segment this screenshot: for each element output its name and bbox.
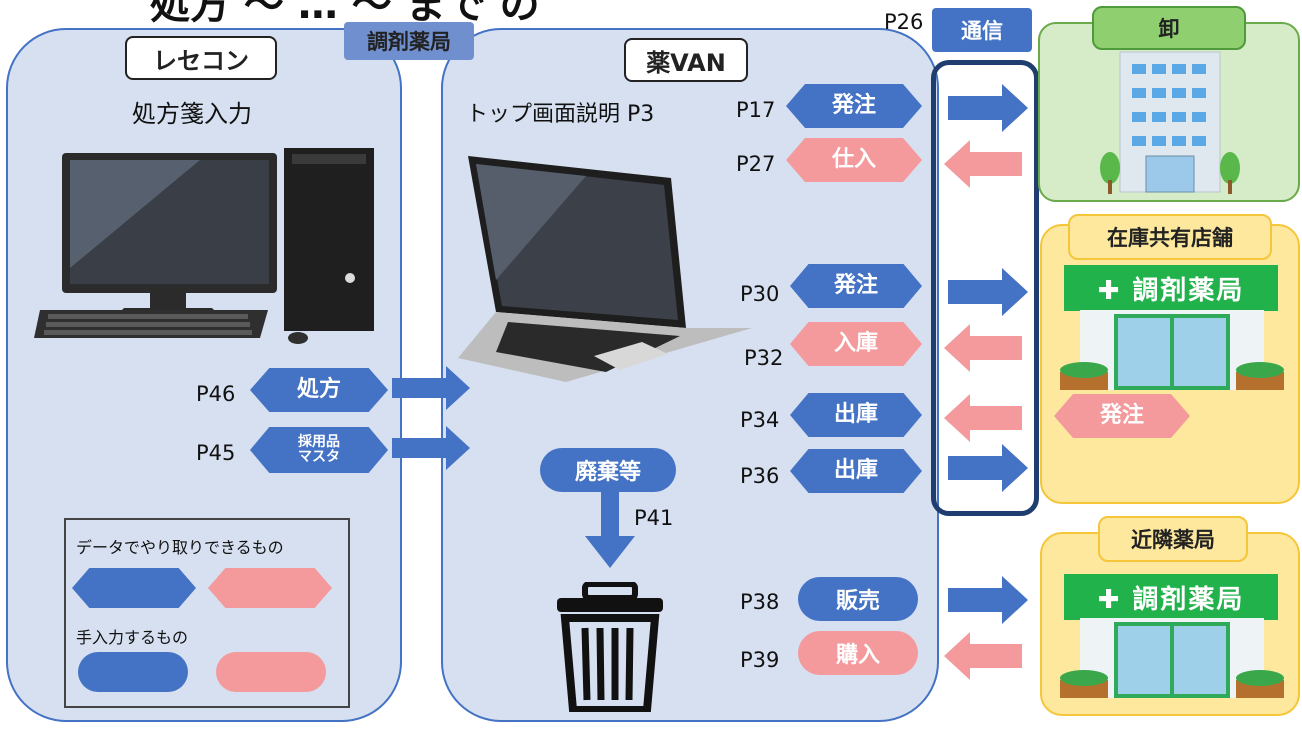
arrow-left-icon <box>944 394 1022 442</box>
arrow-right-icon <box>948 576 1028 624</box>
laptop-icon <box>458 156 752 382</box>
order-flow-p30: 発注 <box>790 264 922 308</box>
pharmacy-storefront-icon <box>1060 310 1284 390</box>
rx-page: P46 <box>196 382 236 406</box>
arrow-right-icon <box>392 426 470 470</box>
disposal-pill: 廃棄等 <box>540 448 676 492</box>
flow-arrows-left <box>392 366 470 470</box>
disposal-page: P41 <box>634 506 674 530</box>
arrow-right-icon <box>948 84 1028 132</box>
comm-arrows <box>944 84 1028 680</box>
sales-pill-p38: 販売 <box>798 577 918 621</box>
flow-page-p30: P30 <box>740 282 780 306</box>
master-page: P45 <box>196 441 236 465</box>
receipt-flow-p32: 入庫 <box>790 322 922 366</box>
shipment-flow-p34: 出庫 <box>790 393 922 437</box>
arrow-right-icon <box>948 444 1028 492</box>
shipment-flow-p36: 出庫 <box>790 449 922 493</box>
rececon-subtitle: 処方箋入力 <box>132 100 252 128</box>
trash-can-icon <box>557 582 663 712</box>
legend-blue-pill <box>78 652 188 692</box>
legend-pink-pill <box>216 652 326 692</box>
pharmacy-header: 調剤薬局 <box>344 22 474 60</box>
yakuvan-tag: 薬VAN <box>624 38 748 82</box>
purchase-flow-p27: 仕入 <box>786 138 922 182</box>
shared-store-sign: ✚ 調剤薬局 <box>1064 265 1278 311</box>
legend-pink-hex <box>208 568 332 608</box>
yakuvan-subtitle: トップ画面説明 P3 <box>466 102 655 127</box>
order-flow-p17: 発注 <box>786 84 922 128</box>
desktop-pc-icon <box>34 148 374 344</box>
arrow-right-icon <box>948 268 1028 316</box>
wholesaler-label: 卸 <box>1092 6 1246 50</box>
legend-manual-label: 手入力するもの <box>76 628 189 647</box>
flow-page-p27: P27 <box>736 152 776 176</box>
comm-frame <box>931 60 1039 516</box>
flow-page-p32: P32 <box>744 346 784 370</box>
buy-pill-p39: 購入 <box>798 631 918 675</box>
arrow-left-icon <box>944 140 1022 188</box>
store-order-flow: 発注 <box>1054 394 1190 438</box>
comm-header: 通信 <box>932 8 1032 52</box>
nearby-pharmacy-label: 近隣薬局 <box>1098 516 1248 562</box>
adopted-master-line1: 採用品 <box>298 434 340 451</box>
flow-page-p36: P36 <box>740 464 780 488</box>
adopted-master-flow: 採用品 マスタ <box>250 427 388 473</box>
office-building-icon <box>1100 51 1240 194</box>
pharmacy-storefront-icon <box>1060 618 1284 698</box>
arrow-left-icon <box>944 324 1022 372</box>
flow-page-p39: P39 <box>740 648 780 672</box>
flow-page-p38: P38 <box>740 590 780 614</box>
adopted-master-line2: マスタ <box>298 449 340 465</box>
arrow-right-icon <box>392 366 470 410</box>
flow-page-p17: P17 <box>736 98 776 122</box>
comm-page: P26 <box>884 10 924 34</box>
flow-page-p34: P34 <box>740 408 780 432</box>
legend-blue-hex <box>72 568 196 608</box>
legend-data-exchange-label: データでやり取りできるもの <box>76 538 284 557</box>
prescription-flow: 処方 <box>250 368 388 412</box>
arrow-left-icon <box>944 632 1022 680</box>
rececon-tag: レセコン <box>125 36 277 80</box>
nearby-pharmacy-sign: ✚ 調剤薬局 <box>1064 574 1278 620</box>
down-arrow-icon <box>585 490 635 568</box>
shared-store-label: 在庫共有店舗 <box>1068 214 1272 260</box>
